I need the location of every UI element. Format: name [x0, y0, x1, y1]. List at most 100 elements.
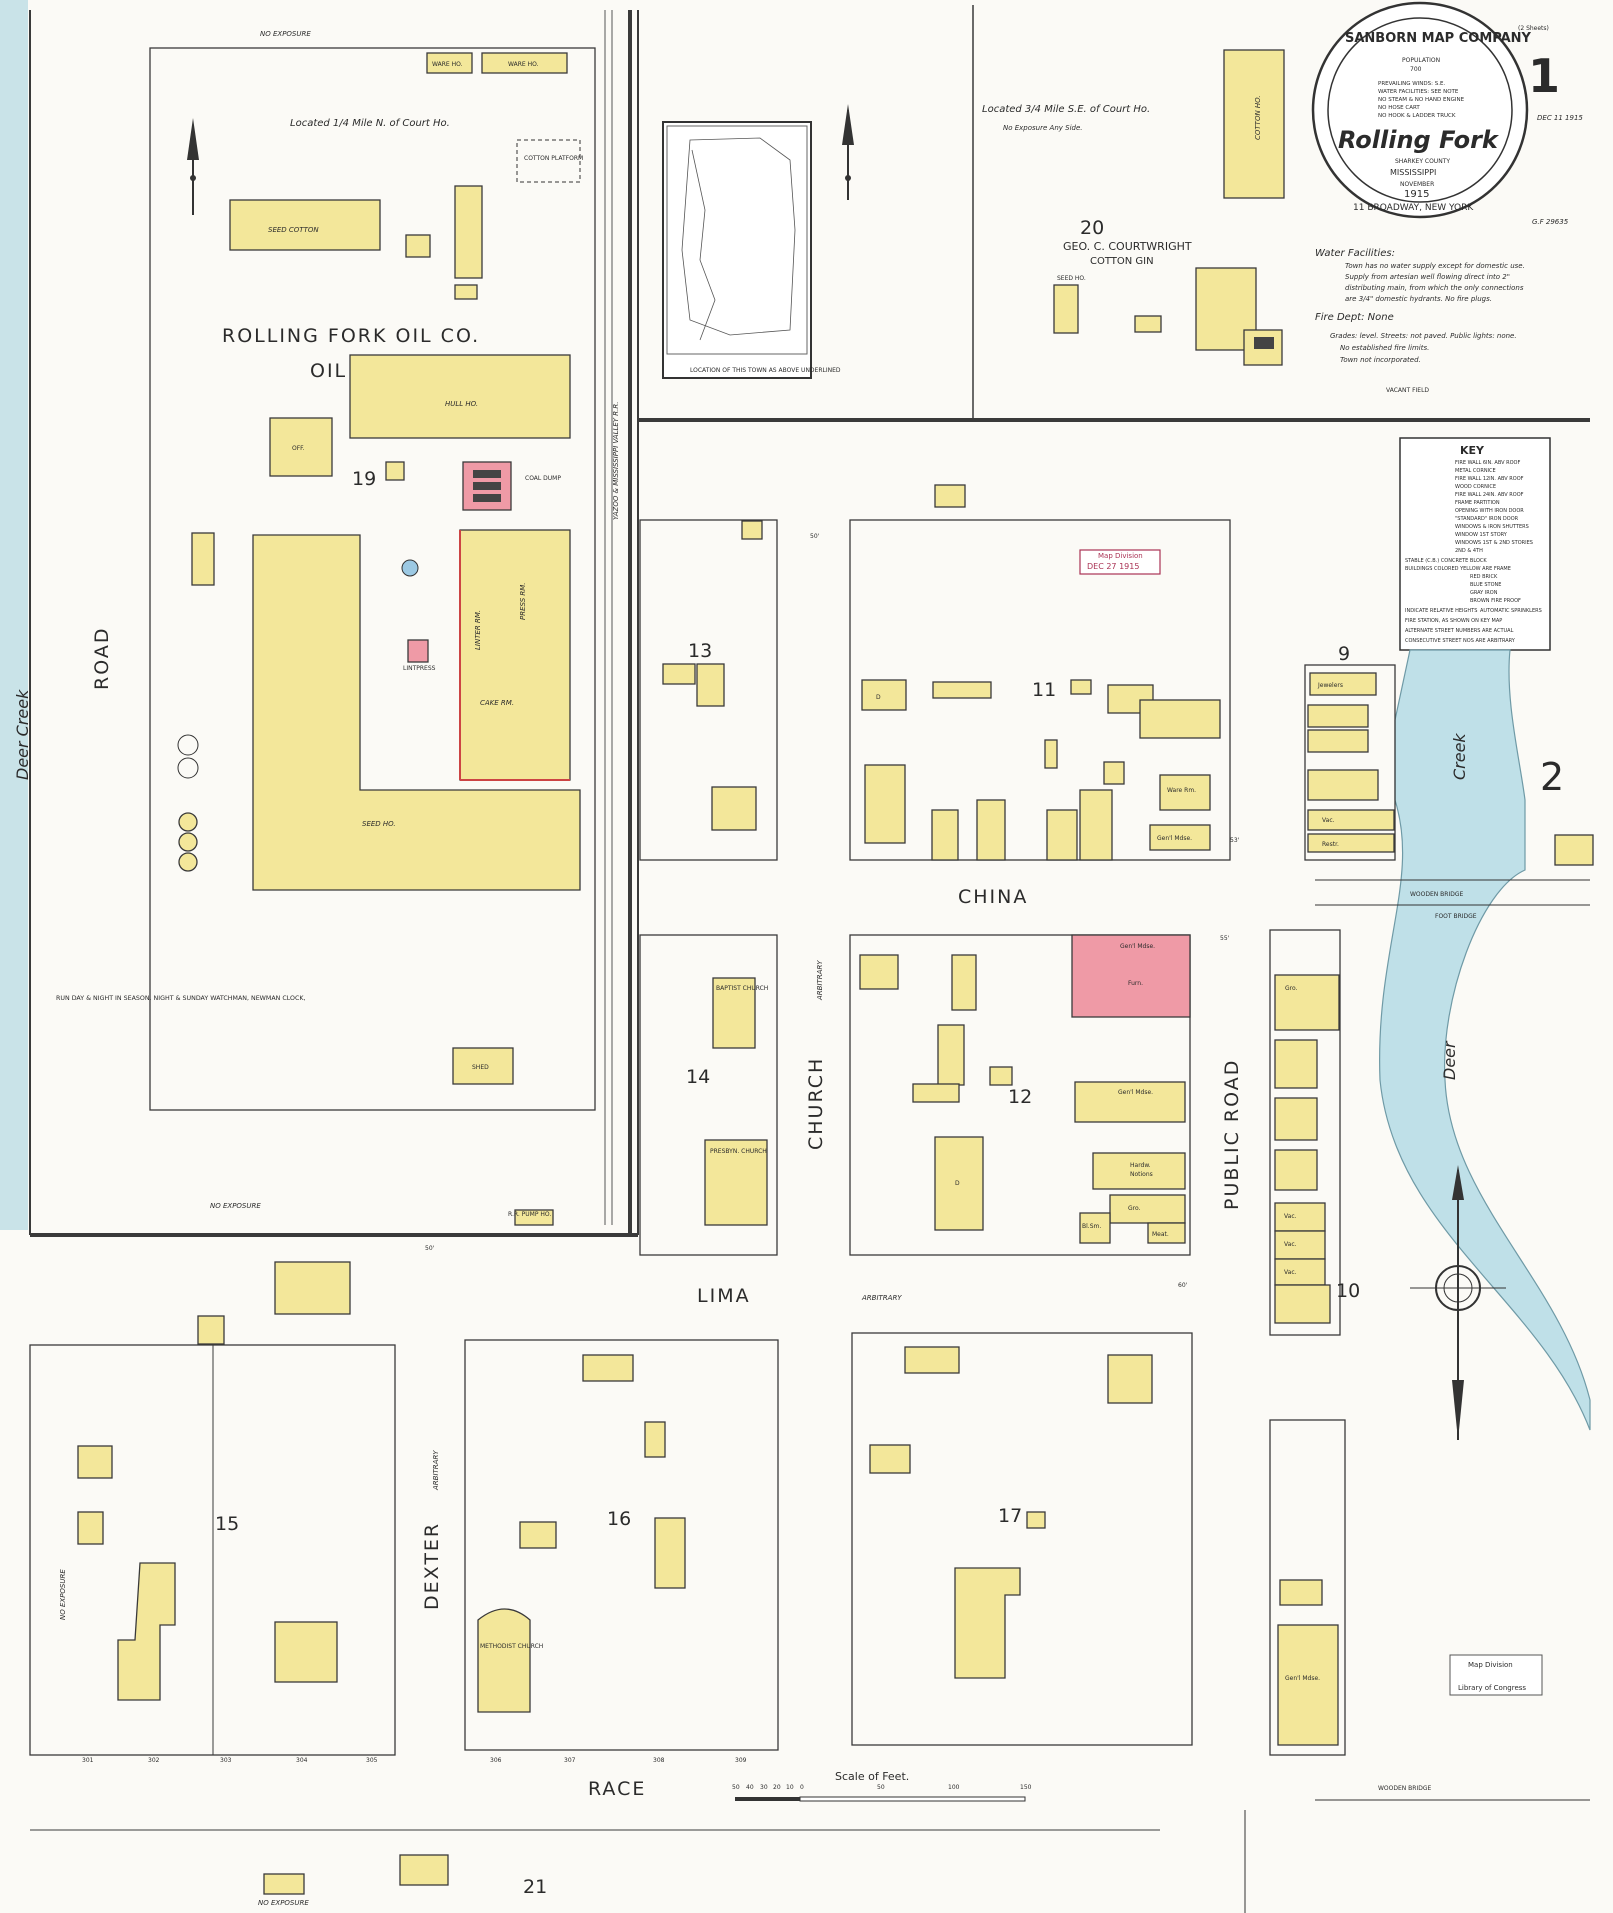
methodist-church: [477, 1608, 531, 1713]
svg-text:Gro.: Gro.: [1128, 1205, 1141, 1212]
svg-text:Supply from artesian well flow: Supply from artesian well flowing direct…: [1345, 273, 1510, 281]
svg-text:60': 60': [1178, 1282, 1188, 1289]
svg-text:are 3/4" domestic hydrants. No: are 3/4" domestic hydrants. No fire plug…: [1345, 295, 1492, 303]
svg-text:Map Division: Map Division: [1098, 552, 1143, 560]
svg-text:Gro.: Gro.: [1285, 985, 1298, 992]
svg-text:DEC 27 1915: DEC 27 1915: [1087, 562, 1139, 571]
linter-press-cake-rooms: [459, 529, 571, 781]
sheet-number: 1: [1528, 49, 1560, 103]
svg-text:100: 100: [948, 1784, 960, 1791]
block-14-outline: [639, 934, 778, 1256]
svg-text:40: 40: [746, 1784, 754, 1791]
svg-text:Vac.: Vac.: [1284, 1241, 1297, 1248]
svg-text:PRESBYN. CHURCH: PRESBYN. CHURCH: [710, 1148, 767, 1155]
svg-text:OFF.: OFF.: [292, 445, 305, 452]
map-key: KEY FIRE WALL 6IN. ABV ROOF METAL CORNIC…: [1399, 437, 1551, 651]
street-race: RACE: [588, 1778, 646, 1800]
creek-west-label: Deer Creek: [13, 689, 32, 780]
compass-rose: [1410, 1165, 1506, 1440]
svg-text:D: D: [876, 694, 881, 701]
svg-text:Map Division: Map Division: [1468, 1661, 1513, 1669]
baptist-church: [712, 977, 756, 1049]
foot-bridge: FOOT BRIDGE: [1435, 913, 1477, 920]
railroad-label: YAZOO & MISSISSIPPI VALLEY R.R.: [612, 402, 620, 521]
svg-text:BROWN FIRE PROOF: BROWN FIRE PROOF: [1470, 598, 1521, 604]
svg-text:Vac.: Vac.: [1284, 1213, 1297, 1220]
svg-text:700: 700: [1410, 66, 1422, 73]
svg-text:METAL CORNICE: METAL CORNICE: [1455, 468, 1496, 474]
svg-text:WARE HO.: WARE HO.: [432, 61, 463, 68]
svg-text:INDICATE RELATIVE HEIGHTS: INDICATE RELATIVE HEIGHTS: [1405, 608, 1477, 614]
svg-text:WINDOW 1ST STORY: WINDOW 1ST STORY: [1455, 532, 1508, 538]
svg-text:50': 50': [810, 533, 820, 540]
brick-store: [1071, 934, 1191, 1018]
svg-text:No Exposure Any Side.: No Exposure Any Side.: [1003, 124, 1083, 132]
cotton-platform: [516, 139, 581, 183]
seed-house: [252, 534, 581, 891]
oil-tanks: [177, 734, 199, 872]
stamp-map-division-2: [1449, 1654, 1543, 1696]
svg-text:RED BRICK: RED BRICK: [1470, 574, 1498, 580]
svg-text:No established fire limits.: No established fire limits.: [1340, 344, 1429, 352]
svg-text:30: 30: [760, 1784, 768, 1791]
svg-text:NOVEMBER: NOVEMBER: [1400, 181, 1434, 188]
rr-pump-house: [514, 1209, 554, 1226]
wooden-bridge-1: WOODEN BRIDGE: [1410, 891, 1464, 898]
arbitrary-dexter: ARBITRARY: [432, 1450, 440, 1491]
block-12-outline: [849, 934, 1191, 1256]
svg-text:306: 306: [490, 1757, 502, 1764]
water-tank: [401, 559, 419, 577]
house-numbers: 301 302 303 304 305 306 307 308 309: [82, 1757, 747, 1764]
scale-bar: Scale of Feet. 50 40 30 20 10 0 50 100 1…: [732, 1770, 1032, 1802]
block-9: 9: [1338, 643, 1350, 665]
svg-text:R.R. PUMP HO.: R.R. PUMP HO.: [508, 1211, 551, 1218]
street-dexter: DEXTER: [421, 1522, 443, 1610]
svg-text:Gen'l Mdse.: Gen'l Mdse.: [1120, 943, 1155, 950]
svg-text:NO HOSE CART: NO HOSE CART: [1378, 105, 1420, 111]
svg-text:304: 304: [296, 1757, 308, 1764]
svg-text:Fire Dept: None: Fire Dept: None: [1315, 312, 1394, 323]
svg-text:WINDOWS 1ST & 2ND STORIES: WINDOWS 1ST & 2ND STORIES: [1455, 540, 1533, 546]
svg-text:NO EXPOSURE: NO EXPOSURE: [59, 1569, 67, 1620]
block-21: 21: [523, 1876, 547, 1898]
svg-text:ALTERNATE STREET NUMBERS ARE A: ALTERNATE STREET NUMBERS ARE ACTUAL: [1405, 628, 1514, 634]
street-china: CHINA: [958, 886, 1028, 908]
block-10: 10: [1336, 1280, 1360, 1302]
block-13-outline: [639, 519, 778, 861]
svg-text:D: D: [955, 1180, 960, 1187]
svg-text:FIRE WALL 12IN. ABV ROOF: FIRE WALL 12IN. ABV ROOF: [1455, 476, 1524, 482]
svg-text:COAL DUMP: COAL DUMP: [525, 475, 561, 482]
block-14: 14: [686, 1066, 710, 1088]
svg-text:307: 307: [564, 1757, 576, 1764]
oil-mill-company: ROLLING FORK OIL CO.: [222, 325, 480, 347]
svg-text:CAKE RM.: CAKE RM.: [480, 699, 514, 707]
block-19: 19: [352, 468, 376, 490]
svg-text:LINTPRESS: LINTPRESS: [403, 665, 436, 672]
gin-owner: GEO. C. COURTWRIGHT: [1063, 240, 1192, 253]
svg-text:Meat.: Meat.: [1152, 1231, 1169, 1238]
svg-text:10: 10: [786, 1784, 794, 1791]
svg-text:distributing main, from which: distributing main, from which the only c…: [1345, 284, 1524, 292]
svg-text:MISSISSIPPI: MISSISSIPPI: [1390, 168, 1436, 177]
svg-text:Grades: level. Streets: not pa: Grades: level. Streets: not paved. Publi…: [1330, 332, 1517, 340]
wooden-bridge-2: WOODEN BRIDGE: [1378, 1785, 1432, 1792]
svg-text:NO EXPOSURE: NO EXPOSURE: [258, 1899, 309, 1907]
svg-text:150: 150: [1020, 1784, 1032, 1791]
warehouse-2: [481, 52, 568, 74]
block-11-outline: [849, 519, 1231, 861]
block-15: 15: [215, 1513, 239, 1535]
svg-text:11 BROADWAY, NEW YORK: 11 BROADWAY, NEW YORK: [1353, 203, 1474, 213]
svg-text:Jewelers: Jewelers: [1317, 682, 1343, 689]
svg-text:BUILDINGS COLORED YELLOW ARE F: BUILDINGS COLORED YELLOW ARE FRAME: [1405, 566, 1511, 572]
svg-text:55': 55': [1220, 935, 1230, 942]
svg-text:SHARKEY COUNTY: SHARKEY COUNTY: [1395, 158, 1450, 165]
block-10-outline: [1269, 929, 1341, 1336]
svg-text:"STANDARD" IRON DOOR: "STANDARD" IRON DOOR: [1455, 516, 1519, 522]
svg-text:Scale of Feet.: Scale of Feet.: [835, 1770, 909, 1783]
svg-text:COTTON PLATFORM: COTTON PLATFORM: [524, 155, 583, 162]
svg-text:OPENING WITH IRON DOOR: OPENING WITH IRON DOOR: [1455, 508, 1524, 514]
svg-text:WARE HO.: WARE HO.: [508, 61, 539, 68]
svg-text:HULL HO.: HULL HO.: [445, 400, 478, 408]
svg-text:SEED COTTON: SEED COTTON: [268, 226, 319, 234]
